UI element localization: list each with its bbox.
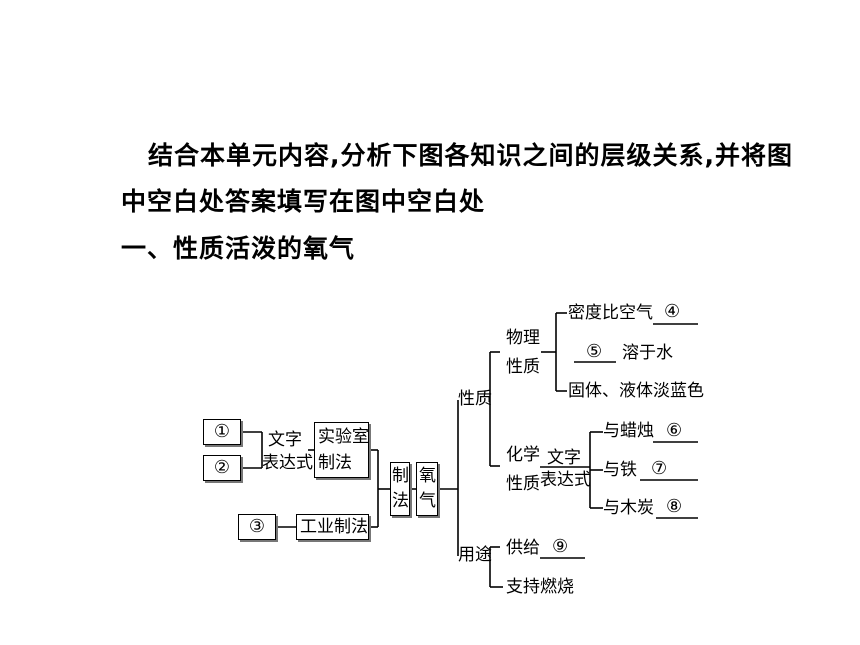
oxygen-label-2: 气 <box>419 491 436 511</box>
combustion-label: 支持燃烧 <box>506 577 574 597</box>
prep-label-2: 法 <box>392 491 409 511</box>
properties-label: 性质 <box>458 389 492 409</box>
circled-number-4: ④ <box>664 301 681 322</box>
dissolve-label: 溶于水 <box>622 343 673 363</box>
physical-label-2: 性质 <box>506 357 540 377</box>
density-label: 密度比空气 <box>568 303 653 323</box>
intro-line-2: 中空白处答案填写在图中空白处 <box>121 187 486 216</box>
candle-label: 与蜡烛 <box>603 421 654 441</box>
word-equation-label-1: 文字 <box>268 430 302 450</box>
charcoal-label: 与木炭 <box>603 498 654 518</box>
circled-number-1: ① <box>213 421 231 442</box>
iron-label: 与铁 <box>603 460 637 480</box>
oxygen-box: 氧 气 <box>416 462 438 516</box>
blank-box-2: ② <box>203 455 241 481</box>
uses-label: 用途 <box>458 545 492 565</box>
chem-word-eq-label-2: 表达式 <box>540 470 591 490</box>
word-equation-label-2: 表达式 <box>262 453 313 473</box>
chem-word-eq-label-1: 文字 <box>547 448 581 468</box>
circled-number-8: ⑧ <box>666 496 683 517</box>
circled-number-3: ③ <box>248 516 266 537</box>
physical-label-1: 物理 <box>506 328 540 348</box>
oxygen-label-1: 氧 <box>419 466 436 486</box>
lab-prep-label-2: 制法 <box>318 453 352 473</box>
preparation-box: 制 法 <box>390 462 410 516</box>
state-color-label: 固体、液体淡蓝色 <box>568 381 704 401</box>
chemical-label-2: 性质 <box>506 474 540 494</box>
blank-box-3: ③ <box>238 514 276 540</box>
circled-number-9: ⑨ <box>552 536 569 557</box>
section-heading: 一、性质活泼的氧气 <box>121 234 356 263</box>
circled-number-2: ② <box>213 457 231 478</box>
industrial-preparation-box: 工业制法 <box>296 514 369 540</box>
circled-number-6: ⑥ <box>666 420 683 441</box>
lab-prep-label-1: 实验室 <box>318 427 369 447</box>
intro-line-1: 结合本单元内容,分析下图各知识之间的层级关系,并将图 <box>148 141 793 170</box>
industrial-prep-label: 工业制法 <box>300 517 368 537</box>
circled-number-5: ⑤ <box>586 341 603 362</box>
supply-label: 供给 <box>506 538 540 558</box>
prep-label-1: 制 <box>392 466 409 486</box>
circled-number-7: ⑦ <box>651 458 668 479</box>
chemical-label-1: 化学 <box>506 445 540 465</box>
blank-box-1: ① <box>203 419 241 445</box>
lab-preparation-box: 实验室 制法 <box>314 422 369 478</box>
